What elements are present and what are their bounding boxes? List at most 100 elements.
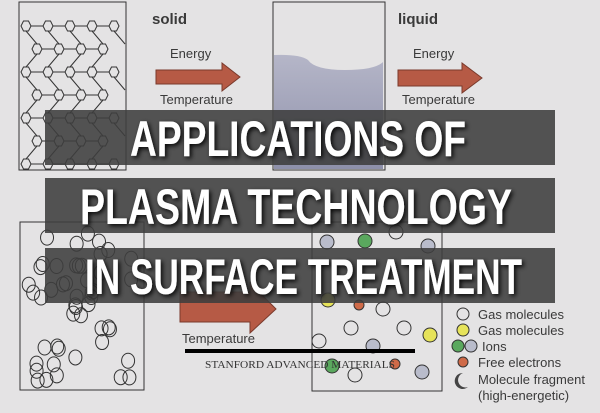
molecule-icon: [122, 369, 137, 386]
hexagon-icon: [31, 89, 43, 101]
bond-line: [47, 53, 60, 68]
positive-ion-icon: [464, 339, 478, 353]
excited-molecule-icon: [456, 323, 470, 337]
molecule-icon: [102, 321, 117, 338]
hexagon-icon: [53, 43, 65, 55]
gas-molecule-icon: [456, 307, 470, 321]
particle-icon: [422, 327, 438, 343]
molecule-icon: [66, 305, 81, 322]
molecule-icon: [121, 352, 136, 369]
bond-line: [113, 30, 126, 45]
bond-line: [91, 76, 104, 91]
hexagon-icon: [20, 66, 32, 78]
bond-line: [69, 76, 82, 91]
molecule-icon: [46, 356, 61, 373]
bond-line: [25, 145, 38, 160]
molecule-icon: [50, 338, 65, 355]
bond-line: [25, 122, 38, 137]
bond-line: [91, 53, 104, 68]
molecule-icon: [51, 340, 66, 357]
fragment-icon: [454, 372, 468, 389]
molecule-icon: [39, 371, 54, 388]
hexagon-icon: [97, 43, 109, 55]
temperature-label-1: Temperature: [160, 92, 233, 107]
electron-icon: [457, 356, 469, 368]
title-line-3: IN SURFACE TREATMENT: [85, 249, 522, 305]
bond-line: [25, 99, 38, 114]
credit-rule: [185, 349, 415, 353]
bond-line: [69, 30, 82, 45]
temperature-label-3: Temperature: [182, 331, 255, 346]
solid-box: [18, 1, 127, 171]
particle-icon: [414, 364, 430, 380]
bond-line: [47, 76, 60, 91]
arrow-icon: [155, 61, 241, 93]
molecule-icon: [49, 367, 64, 384]
molecule-icon: [68, 349, 83, 366]
bond-line: [91, 30, 104, 45]
particle-icon: [319, 234, 335, 250]
molecule-icon: [26, 284, 41, 301]
arrow-icon: [397, 62, 483, 94]
bond-line: [113, 76, 126, 91]
bond-line: [47, 30, 60, 45]
legend-gas-1: Gas molecules: [478, 307, 564, 322]
hexagon-icon: [53, 89, 65, 101]
hexagon-icon: [108, 20, 120, 32]
particle-icon: [396, 320, 412, 336]
title-band-1: [45, 110, 555, 165]
legend: Gas molecules Gas molecules Ions Free el…: [451, 307, 585, 403]
energy-label-1: Energy: [170, 46, 212, 61]
negative-ion-icon: [451, 339, 465, 353]
molecule-icon: [95, 334, 110, 351]
bond-line: [25, 76, 38, 91]
hexagon-icon: [86, 20, 98, 32]
particle-icon: [357, 233, 373, 249]
bond-line: [69, 53, 82, 68]
molecule-icon: [73, 307, 88, 324]
particle-icon: [311, 333, 327, 349]
energy-label-2: Energy: [413, 46, 455, 61]
particle-icon: [343, 320, 359, 336]
particle-icon: [347, 367, 363, 383]
hexagon-icon: [64, 20, 76, 32]
bond-line: [25, 30, 38, 45]
hexagon-icon: [20, 112, 32, 124]
molecule-icon: [30, 372, 45, 389]
molecule-icon: [37, 339, 52, 356]
molecule-icon: [29, 362, 44, 379]
hexagon-icon: [42, 20, 54, 32]
temperature-label-2: Temperature: [402, 92, 475, 107]
title-band-3: [45, 248, 555, 303]
molecule-icon: [21, 276, 36, 293]
title-line-2: PLASMA TECHNOLOGY: [80, 179, 512, 235]
hexagon-icon: [20, 158, 32, 170]
liquid-box: [272, 1, 386, 171]
hexagon-icon: [20, 20, 32, 32]
hexagon-icon: [31, 43, 43, 55]
plasma-particles: [311, 224, 438, 383]
legend-fragment-1: Molecule fragment: [478, 372, 585, 387]
bond-line: [25, 53, 38, 68]
hexagon-icon: [97, 89, 109, 101]
hexagon-icon: [64, 66, 76, 78]
hexagon-icon: [108, 66, 120, 78]
hexagon-icon: [42, 66, 54, 78]
molecule-icon: [113, 369, 128, 386]
legend-free-electrons: Free electrons: [478, 355, 562, 370]
hexagon-icon: [86, 66, 98, 78]
molecule-icon: [94, 320, 109, 337]
liquid-label: liquid: [398, 11, 438, 28]
legend-gas-2: Gas molecules: [478, 323, 564, 338]
title-band-2: [45, 178, 555, 233]
hexagon-icon: [75, 43, 87, 55]
molecule-icon: [101, 319, 116, 336]
title-line-1: APPLICATIONS OF: [130, 111, 466, 167]
hexagon-icon: [75, 89, 87, 101]
particle-icon: [389, 358, 401, 370]
hexagon-icon: [31, 135, 43, 147]
molecule-icon: [29, 355, 44, 372]
legend-fragment-2: (high-energetic): [478, 388, 569, 403]
